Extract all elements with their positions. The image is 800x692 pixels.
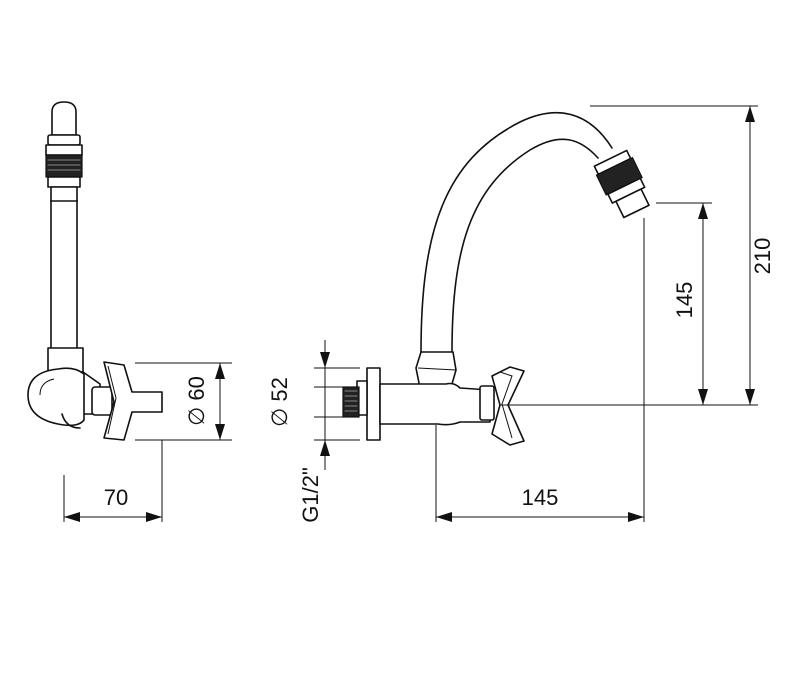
dimension-flange-diameter: ∅ 52: [267, 340, 360, 470]
dimension-rosette-diameter: ∅ 60: [135, 362, 232, 441]
dimension-spout-reach-label: 145: [522, 485, 559, 510]
dimension-outlet-height-label: 145: [672, 282, 697, 319]
dimension-flange-diameter-label: ∅ 52: [267, 377, 292, 427]
dimension-side-width-label: 70: [104, 485, 128, 510]
dimension-thread: G1/2": [298, 386, 343, 523]
dimension-rosette-diameter-label: ∅ 60: [184, 376, 209, 426]
flange-view: [342, 367, 381, 441]
dimension-total-height: 210: [590, 105, 775, 405]
front-view: [379, 111, 650, 446]
dimension-thread-label: G1/2": [298, 467, 323, 523]
dimension-side-width: 70: [63, 440, 163, 522]
dimension-outlet-height: 145: [500, 202, 758, 406]
dimension-spout-reach: 145: [435, 218, 645, 522]
side-view: [27, 101, 163, 441]
dimension-total-height-label: 210: [750, 238, 775, 275]
